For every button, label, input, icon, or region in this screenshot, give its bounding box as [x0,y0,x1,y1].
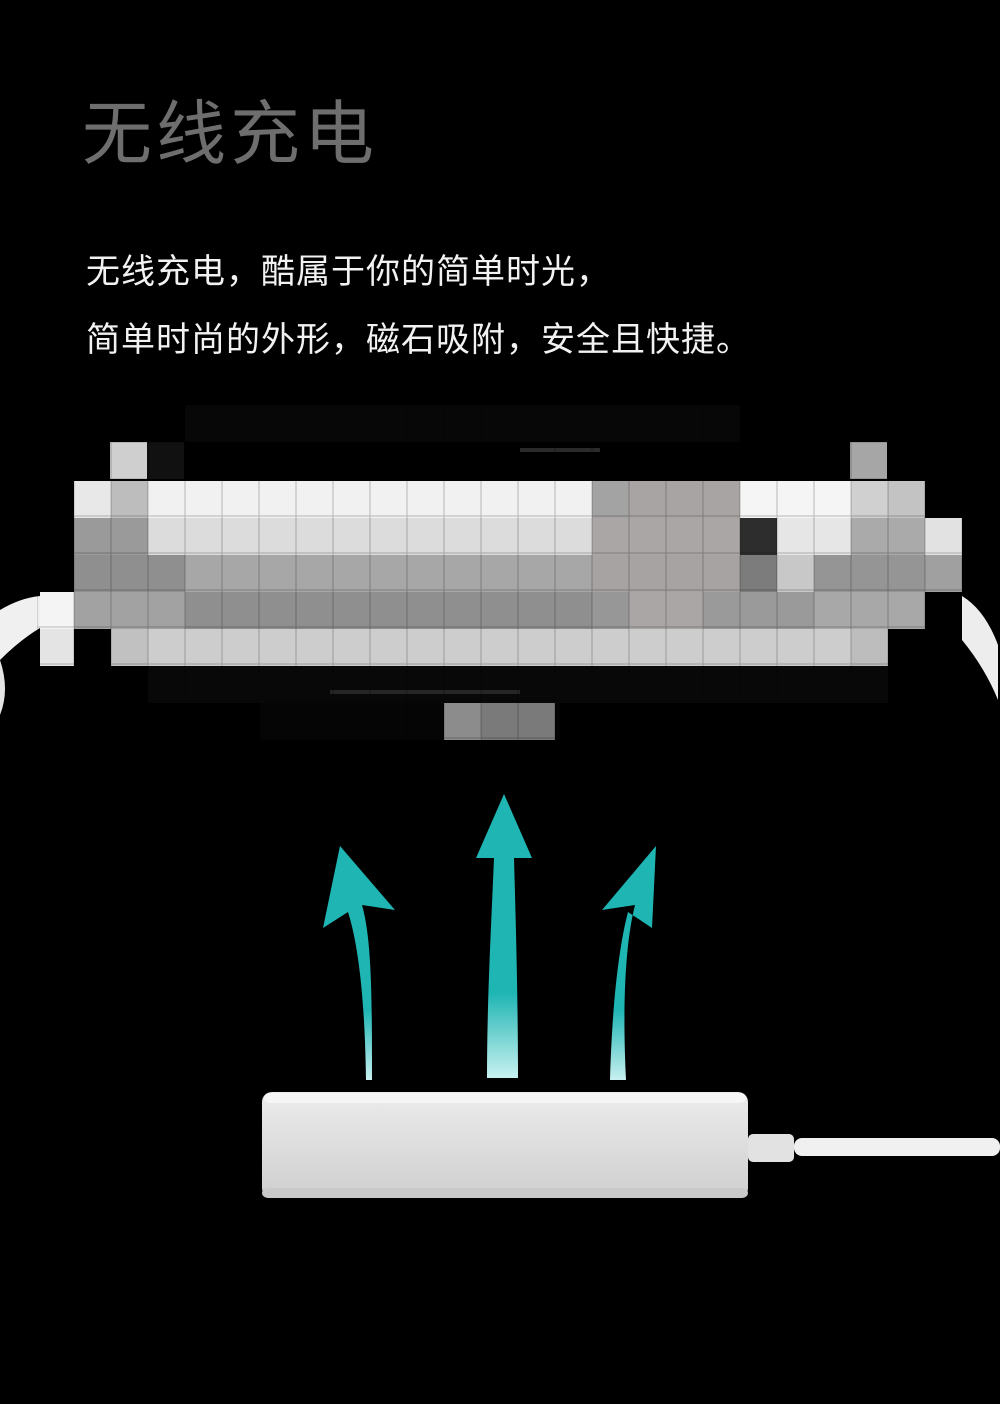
watch-strap [0,596,998,715]
description-line-1: 无线充电，酷属于你的简单时光， [86,252,611,292]
page-title: 无线充电 [82,93,378,175]
description-line-2: 简单时尚的外形，磁石吸附，安全且快捷。 [86,320,751,360]
wireless-charging-pad-icon [262,1092,1000,1198]
smartwatch-pixelated-icon [37,405,962,740]
upward-arrows-icon [323,794,656,1080]
